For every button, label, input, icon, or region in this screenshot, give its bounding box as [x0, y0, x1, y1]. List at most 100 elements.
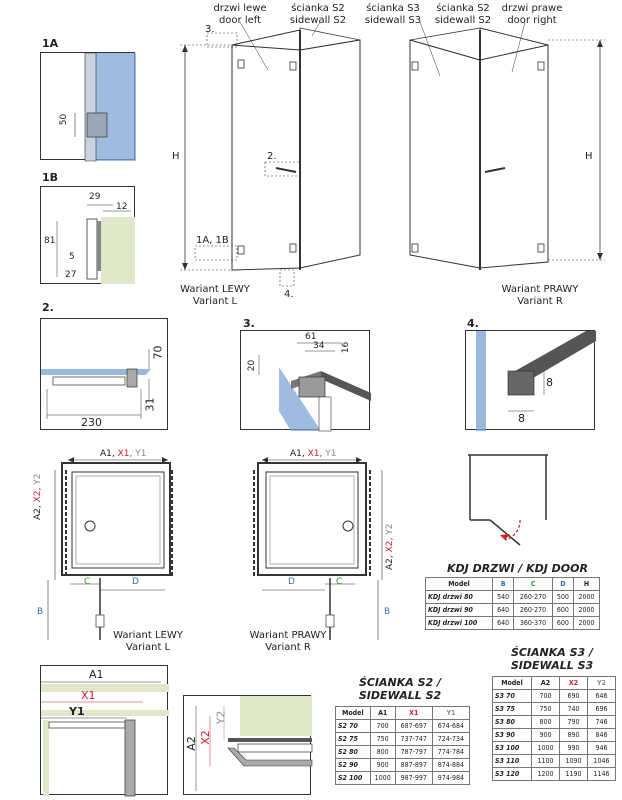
detail-4-label: 4.: [467, 317, 479, 330]
table-cell: 2000: [572, 590, 601, 604]
table-cell: 974-984: [431, 771, 471, 785]
table-cell: S3 90: [492, 728, 532, 742]
plan-left-dim-d: D: [132, 577, 139, 587]
detail-1b-label: 1B: [42, 171, 59, 184]
variant-left-plan: Wariant LEWY Variant L: [113, 630, 183, 653]
table-cell: S2 80: [335, 745, 371, 759]
table-cell: KDJ drzwi 90: [424, 603, 494, 617]
table-row: KDJ drzwi 80 540 260-270 500 2000: [424, 590, 601, 604]
table-cell: 646: [586, 689, 617, 703]
table-cell: S2 70: [335, 719, 371, 733]
d1b-dim-12: 12: [116, 202, 128, 212]
table-cell: 540: [492, 590, 515, 604]
table-cell: S2 75: [335, 732, 371, 746]
table-cell: 260-270: [513, 603, 553, 617]
table-cell: 946: [586, 741, 617, 755]
table-cell: 800: [369, 745, 396, 759]
detail-1a-label: 1A: [42, 37, 59, 50]
table-cell: 674-684: [431, 719, 471, 733]
s2-header-x1: X1: [394, 706, 433, 720]
label-sidewall-s2-right: ścianka S2 sidewall S2: [434, 3, 492, 26]
d1b-dim-29: 29: [89, 192, 101, 202]
s2-table-title: ŚCIANKA S2 / SIDEWALL S2: [358, 676, 442, 702]
table-cell: 600: [551, 616, 574, 630]
plan-right-dim-d: D: [288, 577, 295, 587]
table-cell: 500: [551, 590, 574, 604]
table-cell: 874-884: [431, 758, 471, 772]
s3-header-a2: A2: [530, 676, 560, 690]
callout-2: 2.: [267, 151, 277, 162]
variant-right-top: Wariant PRAWY Variant R: [501, 284, 579, 307]
table-cell: S3 110: [492, 754, 532, 768]
table-cell: 887-897: [394, 758, 433, 772]
table-cell: S3 80: [492, 715, 532, 729]
table-cell: 700: [369, 719, 396, 733]
label-door-right: drzwi prawe door right: [501, 3, 563, 26]
d4-dim-8-horizontal: 8: [518, 412, 525, 425]
table-cell: 740: [558, 702, 588, 716]
kdj-table-title: KDJ DRZWI / KDJ DOOR: [447, 562, 588, 575]
d3-dim-61: 61: [305, 332, 317, 342]
table-cell: 800: [530, 715, 560, 729]
bottom-detail-middle-box: A2 X2 Y2: [183, 695, 313, 795]
kdj-header-d: D: [551, 577, 574, 591]
s2-header-y1: Y1: [431, 706, 471, 720]
s2-header-a1: A1: [369, 706, 396, 720]
table-cell: 1090: [558, 754, 588, 768]
table-cell: KDJ drzwi 100: [424, 616, 494, 630]
detail-1a-box: 50: [40, 52, 136, 162]
variant-right-plan: Wariant PRAWY Variant R: [249, 630, 327, 653]
table-cell: 746: [586, 715, 617, 729]
label-sidewall-s2-left: ścianka S2 sidewall S2: [289, 3, 347, 26]
bottom-mid-dim-x2: X2: [198, 730, 212, 745]
table-cell: 600: [551, 603, 574, 617]
label-door-left: drzwi lewe door left: [213, 3, 267, 26]
table-cell: 1000: [530, 741, 560, 755]
s3-table-title: ŚCIANKA S3 / SIDEWALL S3: [510, 646, 594, 672]
table-cell: S3 70: [492, 689, 532, 703]
table-cell: 1100: [530, 754, 560, 768]
s3-header-y2: Y2: [586, 676, 617, 690]
table-cell: S3 120: [492, 767, 532, 781]
plan-right-dim-top: A1, X1, Y1: [290, 449, 337, 459]
table-cell: S3 100: [492, 741, 532, 755]
bottom-detail-left-box: A1 X1 Y1: [40, 665, 169, 797]
table-cell: 900: [369, 758, 396, 772]
d1b-dim-27: 27: [65, 270, 77, 280]
detail-4-box: 8 8: [465, 330, 596, 431]
bottom-mid-dim-y2: Y2: [214, 710, 228, 725]
table-row: KDJ drzwi 100 640 360-370 600 2000: [424, 616, 601, 630]
kdj-header-h: H: [572, 577, 601, 591]
table-cell: 737-747: [394, 732, 433, 746]
s3-header-x2: X2: [558, 676, 588, 690]
table-cell: S3 75: [492, 702, 532, 716]
table-cell: 360-370: [513, 616, 553, 630]
detail-3-label: 3.: [243, 317, 255, 330]
table-cell: 260-270: [513, 590, 553, 604]
d1b-dim-5: 5: [69, 252, 75, 262]
d1b-dim-81: 81: [44, 236, 56, 246]
table-cell: 640: [492, 616, 515, 630]
callout-1a1b: 1A, 1B: [196, 235, 229, 246]
kdj-header-c: C: [513, 577, 553, 591]
plan-right-dim-b: B: [384, 607, 391, 617]
s3-table-header-row: Model A2 X2 Y2: [492, 676, 617, 690]
dim-h-right: H: [585, 151, 593, 162]
bottom-left-dim-y1: Y1: [69, 705, 85, 718]
detail-1b-box: 29 12 81 5 27: [40, 186, 135, 284]
d3-dim-34: 34: [313, 341, 325, 351]
label-sidewall-s3: ścianka S3 sidewall S3: [364, 3, 422, 26]
d2-dim-230: 230: [81, 416, 102, 429]
